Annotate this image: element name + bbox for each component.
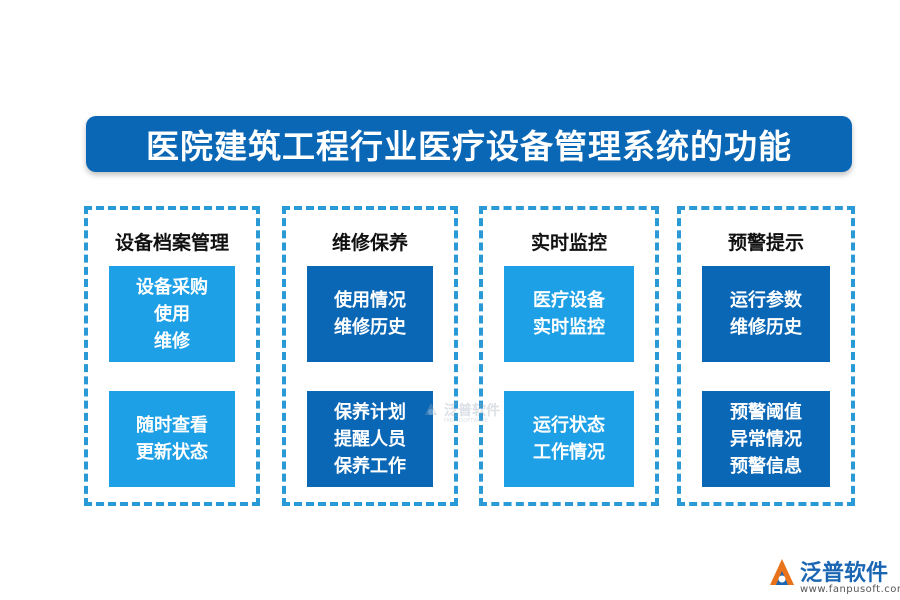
panel-header: 维修保养 — [331, 232, 408, 254]
panel-realtime-monitoring: 实时监控 医疗设备 实时监控 运行状态 工作情况 — [479, 206, 659, 506]
feature-box: 医疗设备 实时监控 — [504, 266, 634, 362]
panel-header: 设备档案管理 — [114, 232, 229, 254]
panel-early-warning: 预警提示 运行参数 维修历史 预警阈值 异常情况 预警信息 — [677, 206, 855, 506]
brand-url: www.fanpusoft.com — [800, 584, 900, 595]
feature-box: 预警阈值 异常情况 预警信息 — [702, 391, 830, 487]
feature-line: 设备采购 — [136, 276, 208, 298]
feature-line: 异常情况 — [730, 428, 802, 450]
feature-line: 使用 — [154, 303, 190, 325]
watermark-logo-icon — [425, 403, 437, 415]
feature-box: 运行参数 维修历史 — [702, 266, 830, 362]
feature-line: 维修 — [154, 330, 190, 352]
fanpu-logo-icon — [770, 559, 794, 585]
feature-line: 医疗设备 — [533, 290, 605, 311]
feature-line: 提醒人员 — [334, 428, 406, 450]
watermark-text: 泛普软件 — [444, 403, 500, 419]
feature-line: 维修历史 — [730, 317, 802, 338]
feature-line: 维修历史 — [334, 317, 406, 338]
watermark: 泛普软件 FANPUSOFTWARE — [422, 400, 500, 424]
watermark-subtext: FANPUSOFTWARE — [444, 418, 488, 424]
panel-maintenance: 维修保养 使用情况 维修历史 保养计划 提醒人员 保养工作 — [282, 206, 458, 506]
feature-line: 预警阈值 — [730, 401, 802, 423]
feature-line: 实时监控 — [533, 317, 605, 338]
panel-header: 实时监控 — [530, 232, 607, 254]
feature-box: 保养计划 提醒人员 保养工作 — [307, 391, 433, 487]
feature-line: 使用情况 — [334, 290, 406, 311]
feature-line: 工作情况 — [533, 442, 605, 463]
panel-header: 预警提示 — [727, 232, 804, 254]
panel-equipment-records: 设备档案管理 设备采购 使用 维修 随时查看 更新状态 — [84, 206, 260, 506]
feature-box: 设备采购 使用 维修 — [109, 266, 235, 362]
page-title: 医院建筑工程行业医疗设备管理系统的功能 — [146, 127, 792, 166]
feature-line: 保养工作 — [334, 455, 406, 477]
feature-line: 更新状态 — [136, 442, 208, 463]
feature-line: 运行状态 — [533, 415, 605, 436]
feature-box: 随时查看 更新状态 — [109, 391, 235, 487]
feature-line: 随时查看 — [136, 415, 208, 436]
title-banner: 医院建筑工程行业医疗设备管理系统的功能 — [86, 116, 852, 172]
brand-logo: 泛普软件 www.fanpusoft.com — [766, 553, 900, 597]
feature-line: 运行参数 — [730, 290, 802, 311]
feature-box: 使用情况 维修历史 — [307, 266, 433, 362]
feature-line: 预警信息 — [730, 455, 802, 477]
brand-name: 泛普软件 — [800, 561, 889, 586]
feature-line: 保养计划 — [334, 401, 406, 423]
feature-box: 运行状态 工作情况 — [504, 391, 634, 487]
